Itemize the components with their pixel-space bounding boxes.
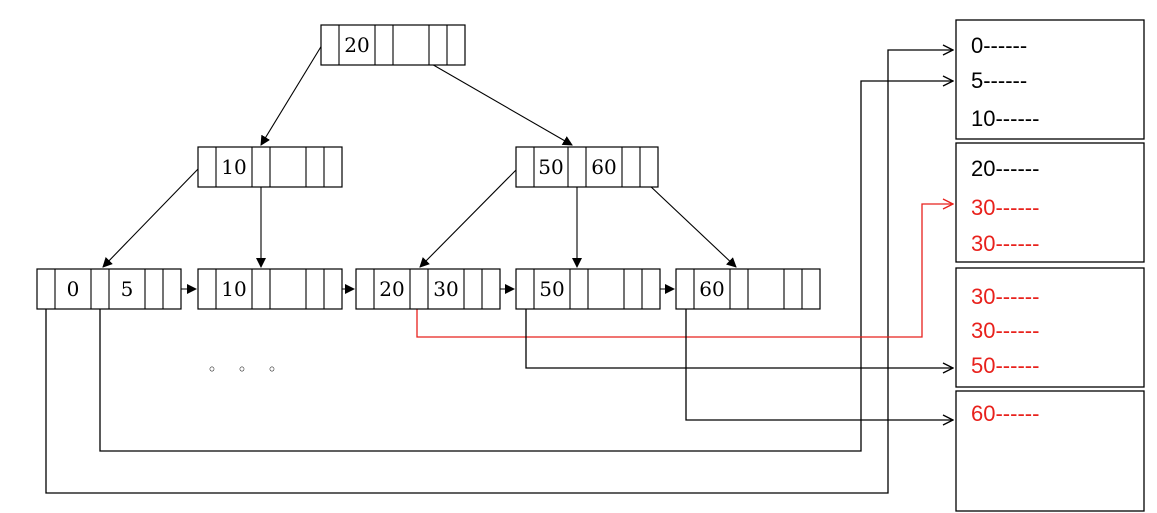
record-3-3: 50------: [971, 353, 1039, 378]
data-block-4-frame: [955, 390, 1145, 512]
internal-node-2-key-0: 50: [538, 155, 563, 179]
root-node: 20: [320, 24, 466, 66]
record-2-1: 20------: [971, 156, 1039, 181]
record-2-3: 30------: [971, 231, 1039, 256]
record-pointers: [45, 50, 953, 494]
internal-node-1-key-0: 10: [221, 155, 246, 179]
data-block-2: 20------ 30------ 30------: [955, 142, 1145, 263]
leaf-node-3-key-0: 20: [379, 277, 404, 301]
ellipsis-dot-2: ◦: [237, 360, 246, 379]
leaf-node-2: 10: [197, 268, 343, 310]
root-node-key-0: 20: [344, 33, 369, 57]
leaf-node-1-key-0: 0: [67, 277, 80, 301]
record-1-3: 10------: [971, 106, 1039, 131]
data-block-1-frame: [955, 19, 1145, 140]
tree-edge-3: [102, 167, 200, 268]
pointer-key-60: [685, 290, 953, 420]
leaf-node-3-key-1: 30: [433, 277, 458, 301]
internal-node-2-frame: [515, 146, 659, 188]
pointer-key-30: [416, 204, 953, 338]
record-2-2: 30------: [971, 195, 1039, 220]
internal-node-2-key-1: 60: [591, 155, 616, 179]
misc: ◦ ◦ ◦: [207, 360, 276, 379]
pointer-key-0: [45, 50, 953, 494]
leaf-node-5: 60: [675, 268, 821, 310]
record-3-1: 30------: [971, 284, 1039, 309]
data-block-3: 30------ 30------ 50------: [955, 267, 1145, 388]
leaf-node-4: 50: [515, 268, 661, 310]
record-4-1: 60------: [971, 401, 1039, 426]
pointer-key-50: [525, 290, 953, 368]
record-1-2: 5------: [971, 68, 1027, 93]
leaf-node-4-key-0: 50: [539, 277, 564, 301]
record-3-2: 30------: [971, 318, 1039, 343]
tree-edge-1: [260, 44, 323, 146]
record-1-1: 0------: [971, 33, 1027, 58]
data-block-1: 0------ 5------ 10------: [955, 19, 1145, 140]
ellipsis-dot-1: ◦: [207, 360, 216, 379]
leaf-node-2-key-0: 10: [221, 277, 246, 301]
pointer-key-5: [99, 81, 953, 452]
leaf-node-1-key-1: 5: [121, 277, 134, 301]
data-block-4: 60------: [955, 390, 1145, 512]
data-blocks: 0------5------10------20------30------30…: [955, 19, 1145, 512]
data-block-3-frame: [955, 267, 1145, 388]
data-block-2-frame: [955, 142, 1145, 263]
ellipsis-dot-3: ◦: [267, 360, 276, 379]
internal-node-2: 50 60: [515, 146, 659, 188]
internal-node-1: 10: [197, 146, 343, 188]
leaf-node-5-key-0: 60: [699, 277, 724, 301]
tree-edge-5: [419, 167, 519, 268]
